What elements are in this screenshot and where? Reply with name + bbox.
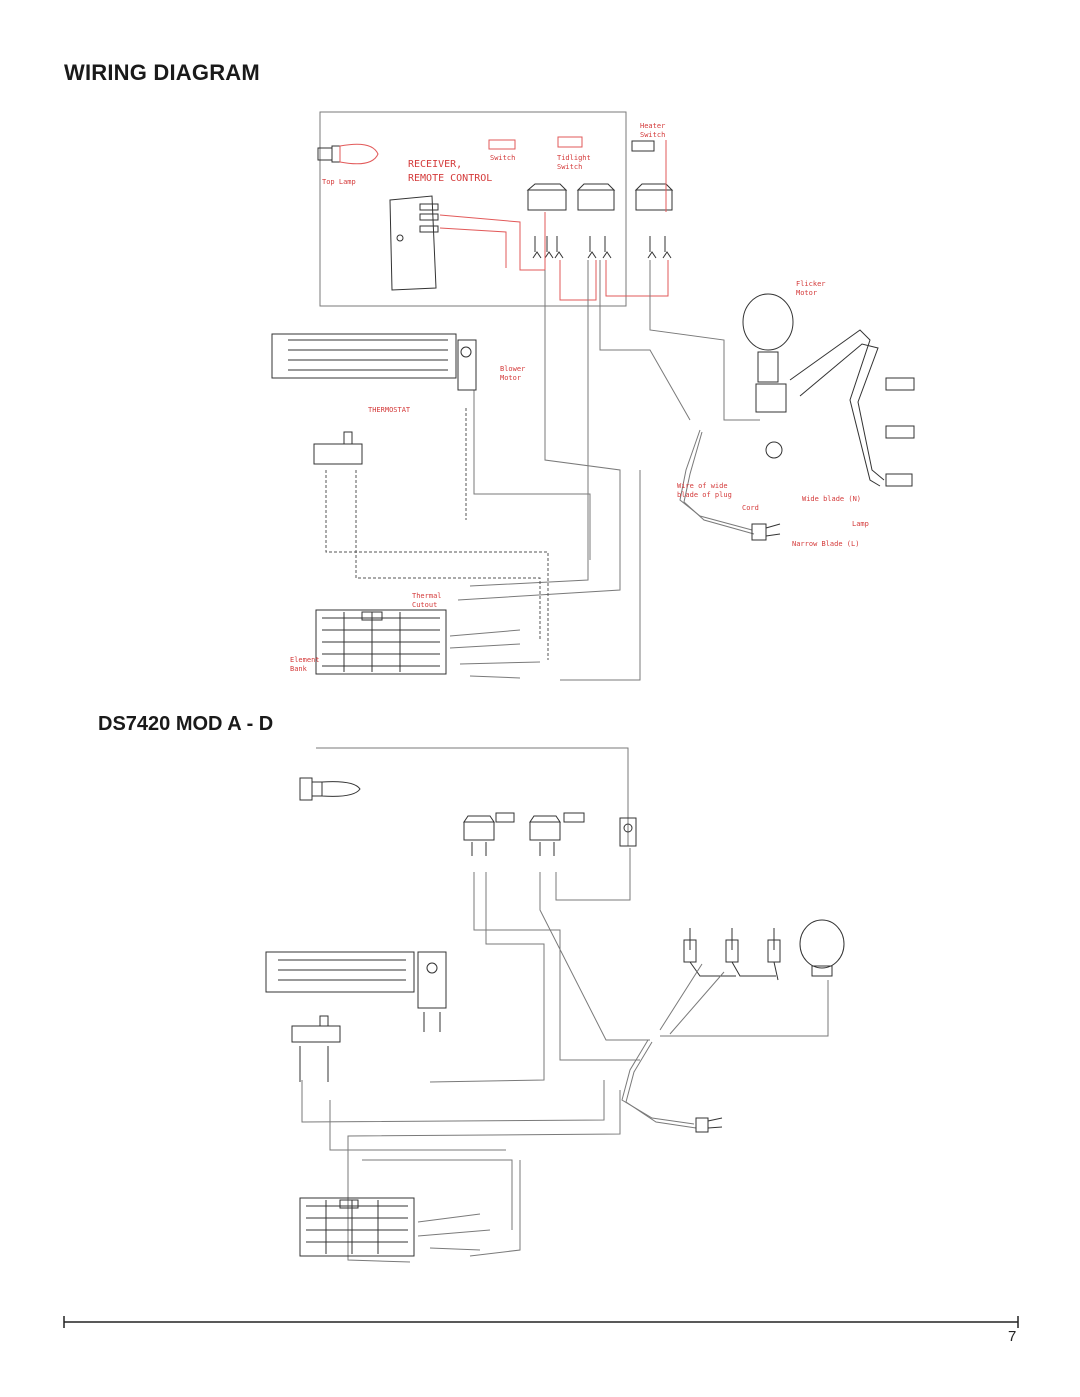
d2-top-lamp-icon (299, 777, 361, 801)
model-subtitle: DS7420 MOD A - D (98, 713, 274, 735)
wiring-diagram-2 (265, 747, 845, 1263)
wiring-diagram-1: Top Lamp RECEIVER, REMOTE CONTROL Switch… (271, 111, 915, 681)
d2-blower-terminals (423, 1012, 441, 1032)
d2-lamp-wires (659, 963, 725, 1035)
tidlight-switch-icon (557, 136, 616, 211)
label-heater: Heater (640, 122, 665, 130)
label-switch: Switch (490, 154, 515, 162)
d2-thermostat-icon (291, 1015, 341, 1043)
power-cord-2 (683, 431, 755, 535)
element-bank-icon (315, 609, 447, 675)
lamp-bracket-icon (789, 329, 915, 487)
label-thermostat: THERMOSTAT (368, 406, 411, 414)
thermostat-wire-1 (325, 470, 549, 660)
control-wire-2 (439, 227, 507, 268)
d2-switch-1-icon (463, 812, 515, 856)
label-flicker: Flicker (796, 280, 826, 288)
d2-wire-1 (473, 872, 640, 1061)
power-wire-6 (473, 390, 591, 560)
power-wire-2 (469, 260, 589, 587)
label-narrow-blade: Narrow Blade (L) (792, 540, 859, 548)
label-lamp: Lamp (852, 520, 869, 528)
d2-element-leads (417, 1213, 491, 1251)
d2-enclosure-wire (316, 747, 629, 846)
label-element: Element (290, 656, 320, 664)
d2-flicker-motor-icon (660, 919, 845, 1037)
d2-wire-3 (539, 872, 650, 1041)
d2-power-cord-2 (625, 1041, 697, 1129)
power-wire-4 (599, 260, 691, 421)
label-cord: Cord (742, 504, 759, 512)
switch-terminals (532, 236, 672, 259)
label-heater-switch: Switch (640, 131, 665, 139)
label-top-lamp: Top Lamp (322, 178, 356, 186)
label-element-bank: Bank (290, 665, 308, 673)
label-wide-blade: Wide blade (N) (802, 495, 861, 503)
label-remote-control: REMOTE CONTROL (408, 173, 492, 184)
d2-wire-6 (347, 1090, 621, 1263)
plug-icon (751, 523, 781, 541)
footer-rule (63, 1316, 1019, 1328)
d2-switch-2-icon (529, 812, 585, 856)
heater-switch-icon (631, 140, 674, 211)
d2-thermostat-leads (299, 1046, 329, 1082)
label-receiver: RECEIVER, (408, 159, 462, 170)
element-leads (449, 629, 541, 679)
page-title: WIRING DIAGRAM (64, 60, 260, 85)
d2-indicator-icon (619, 817, 637, 847)
switch-icon (488, 139, 568, 211)
d2-wire-5 (301, 1080, 605, 1123)
top-lamp-icon (317, 143, 379, 165)
label-thermal-cutout: Cutout (412, 601, 437, 609)
d2-wire-2 (429, 872, 545, 1083)
control-wire-1 (439, 212, 546, 271)
label-tidlight: Tidlight (557, 154, 591, 162)
label-blower-motor: Motor (500, 374, 521, 382)
d2-wire-4 (555, 848, 631, 901)
d2-blower-heater-icon (265, 951, 447, 1009)
label-tidlight-switch: Switch (557, 163, 582, 171)
label-blower: Blower (500, 365, 525, 373)
blower-heater-element-icon (271, 333, 477, 391)
page-number: 7 (1008, 1328, 1017, 1345)
d2-element-bank-icon (299, 1197, 415, 1257)
control-wire-3 (559, 260, 597, 301)
d2-wire-7 (469, 1160, 521, 1257)
d2-wire-8 (329, 1100, 506, 1151)
d2-wire-9 (362, 1159, 513, 1230)
power-wire-1 (457, 270, 621, 601)
power-wire-3 (649, 260, 760, 421)
control-enclosure-outline (319, 111, 627, 307)
d2-lamp-set-icon (683, 928, 781, 981)
power-wire-5 (560, 470, 641, 681)
control-wire-4 (605, 260, 669, 297)
thermostat-icon (313, 431, 363, 465)
label-wire-wide-blade: blade of plug (677, 491, 732, 499)
flicker-motor-icon (742, 293, 794, 459)
d2-plug-icon (695, 1117, 723, 1133)
label-thermal: Thermal (412, 592, 442, 600)
power-cord (679, 429, 753, 531)
d2-power-cord (621, 1039, 695, 1125)
label-wire-wide: Wire of wide (677, 482, 728, 490)
thermostat-wire-2 (355, 470, 541, 640)
receiver-board-icon (389, 195, 439, 291)
label-flicker-motor: Motor (796, 289, 817, 297)
